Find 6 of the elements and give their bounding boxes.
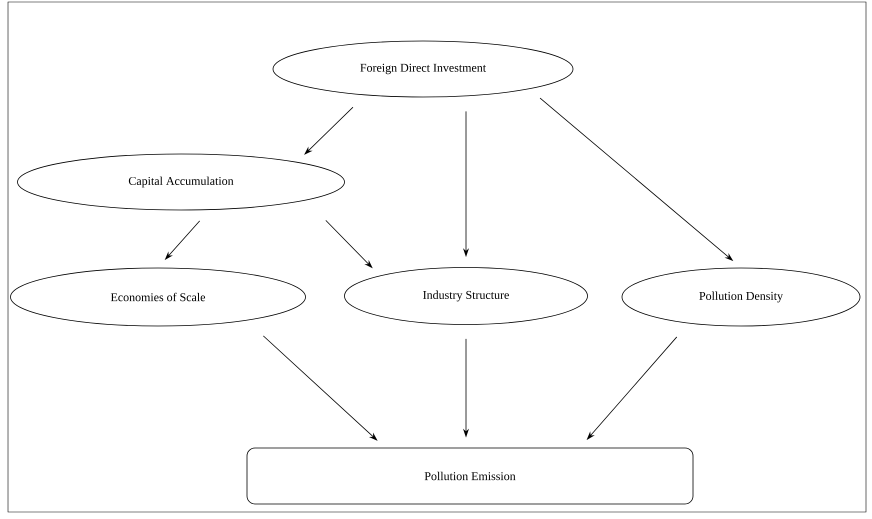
oval-node: Industry Structure bbox=[344, 267, 588, 325]
oval-node: Pollution Density bbox=[622, 268, 860, 326]
oval-node: Capital Accumulation bbox=[17, 154, 345, 210]
process-box: Pollution Emission bbox=[246, 448, 694, 504]
oval-node: Economies of Scale bbox=[10, 268, 306, 326]
oval-node: Foreign Direct Investment bbox=[272, 40, 574, 98]
